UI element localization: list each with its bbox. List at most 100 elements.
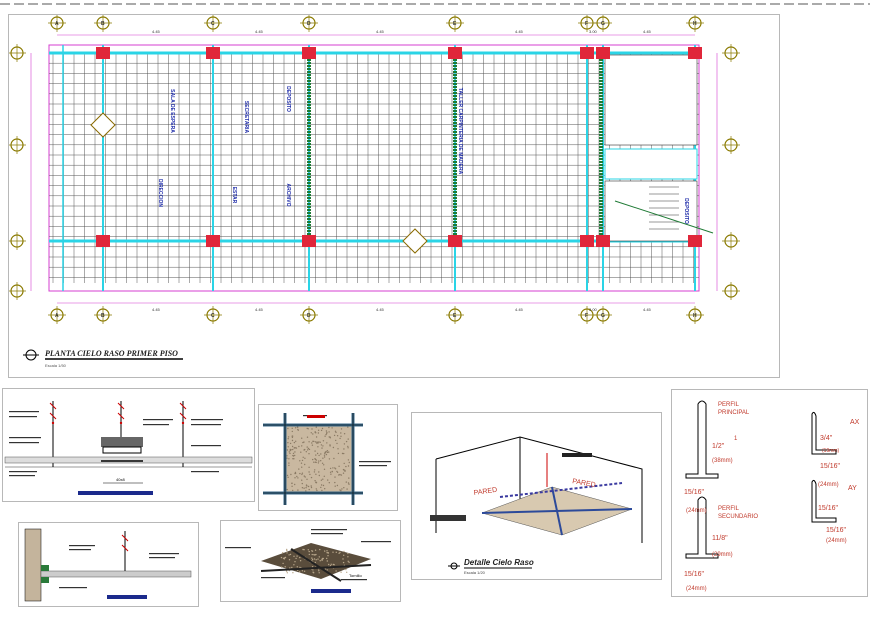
- grid-bubble-label: E: [453, 21, 457, 27]
- panel-texture-dot: [314, 549, 317, 551]
- panel-texture-dot: [326, 451, 329, 454]
- panel-texture-dot: [308, 466, 310, 468]
- panel-texture-dot: [348, 461, 350, 464]
- panel-texture-dot: [320, 484, 323, 486]
- panel-texture-dot: [347, 459, 350, 461]
- room-label: ESTAR: [231, 187, 237, 204]
- ay-dim-c: (24mm): [826, 538, 847, 544]
- panel-texture-dot: [308, 471, 310, 473]
- panel-texture-dot: [315, 481, 318, 484]
- isometric-drawing: PARED PARED Detalle Cielo Raso Escala 1/…: [430, 436, 643, 575]
- stair-block: [604, 180, 698, 242]
- grid-bubble-label: E: [453, 313, 457, 319]
- panel-texture-dot: [294, 427, 297, 429]
- panel-texture-dot: [294, 483, 296, 486]
- panel-texture-dot: [302, 548, 304, 551]
- panel-texture-dot: [323, 468, 326, 470]
- panel-texture-dot: [306, 485, 308, 487]
- panel-texture-dot: [280, 566, 283, 568]
- panel-texture-dot: [287, 446, 289, 448]
- panel-texture-dot: [340, 435, 342, 437]
- panel-texture-dot: [313, 471, 316, 473]
- panel-texture-dot: [289, 449, 291, 452]
- panel-texture-dot: [293, 555, 295, 557]
- panel-texture-dot: [314, 458, 316, 460]
- panel-texture-dot: [289, 452, 291, 455]
- panel-texture-dot: [342, 472, 345, 474]
- structural-column: [206, 235, 220, 247]
- panel-texture-dot: [327, 552, 330, 554]
- panel-texture-dot: [326, 432, 328, 435]
- secundario-dim-b2: (24mm): [686, 586, 707, 592]
- ceiling-plan-drawing: 4.454.454.454.454.454.454.454.453.003.00…: [9, 15, 740, 361]
- panel-texture-dot: [291, 427, 293, 429]
- panel-texture-dot: [333, 457, 335, 460]
- grid-bubble-label: G: [601, 21, 605, 27]
- panel-texture-dot: [336, 470, 338, 473]
- wall-connection-drawing: [24, 528, 192, 602]
- panel-texture-dot: [287, 442, 289, 444]
- panel-texture-dot: [304, 463, 306, 466]
- panel-texture-dot: [294, 447, 296, 449]
- structural-column: [302, 47, 316, 59]
- grid-bubble-label: H: [693, 313, 697, 319]
- structural-column: [206, 47, 220, 59]
- panel-texture-dot: [310, 432, 312, 434]
- panel-texture-dot: [343, 550, 345, 553]
- panel-texture-dot: [305, 490, 307, 492]
- stair-arrow: [614, 200, 714, 234]
- panel-texture-dot: [301, 479, 303, 481]
- panel-texture-dot: [347, 482, 350, 484]
- panel-texture-dot: [308, 448, 311, 451]
- panel-texture-dot: [317, 462, 320, 464]
- panel-texture-dot: [342, 468, 345, 471]
- panel-texture-dot: [288, 462, 290, 464]
- panel-texture-dot: [324, 488, 326, 490]
- panel-texture-dot: [305, 451, 307, 453]
- panel-texture-dot: [318, 572, 320, 574]
- panel-texture-dot: [288, 554, 290, 556]
- panel-texture-dot: [324, 568, 327, 570]
- panel-texture-dot: [335, 570, 337, 572]
- panel-texture-dot: [341, 488, 343, 490]
- toilet-block: [604, 54, 698, 146]
- dimension-text: 4.45: [152, 307, 161, 312]
- panel-texture-dot: [347, 556, 349, 558]
- panel-texture-dot: [328, 563, 330, 566]
- panel-texture-dot: [329, 437, 331, 439]
- panel-texture-dot: [324, 550, 326, 552]
- panel-texture-dot: [343, 443, 346, 445]
- dimension-text: 4.45: [255, 29, 264, 34]
- panel-texture-dot: [292, 489, 294, 492]
- panel-texture-dot: [286, 474, 289, 477]
- panel-texture-dot: [328, 426, 330, 429]
- panel-texture-dot: [347, 552, 349, 555]
- panel-texture-dot: [295, 557, 297, 560]
- plan-scale: Escala 1/50: [45, 363, 66, 368]
- panel-texture-dot: [318, 570, 320, 572]
- panel-texture-dot: [291, 439, 294, 442]
- panel-texture-dot: [308, 441, 310, 443]
- panel-texture-dot: [294, 451, 296, 453]
- light-fixture: [402, 228, 428, 254]
- panel-texture-dot: [306, 478, 308, 480]
- panel-texture-dot: [325, 430, 328, 432]
- structural-column: [596, 47, 610, 59]
- panel-texture-dot: [321, 462, 324, 464]
- panel-texture-dot: [319, 441, 321, 443]
- panel-texture-dot: [315, 454, 317, 456]
- panel-texture-dot: [321, 559, 323, 561]
- panel-texture-dot: [316, 452, 319, 455]
- panel-texture-dot: [345, 465, 347, 468]
- panel-texture-dot: [328, 458, 331, 460]
- panel-texture-dot: [348, 483, 350, 485]
- principal-dim-b2: (24mm): [686, 508, 707, 514]
- ay-dim-a: (24mm): [818, 482, 839, 488]
- room-label: DEPOSITO: [683, 198, 689, 224]
- dimension-text: 4.45: [255, 307, 264, 312]
- panel-texture-dot: [322, 557, 324, 560]
- panel-texture-dot: [340, 432, 342, 434]
- panel-texture-dot: [327, 555, 329, 557]
- panel-texture-dot: [320, 444, 323, 446]
- panel-texture-dot: [315, 459, 318, 461]
